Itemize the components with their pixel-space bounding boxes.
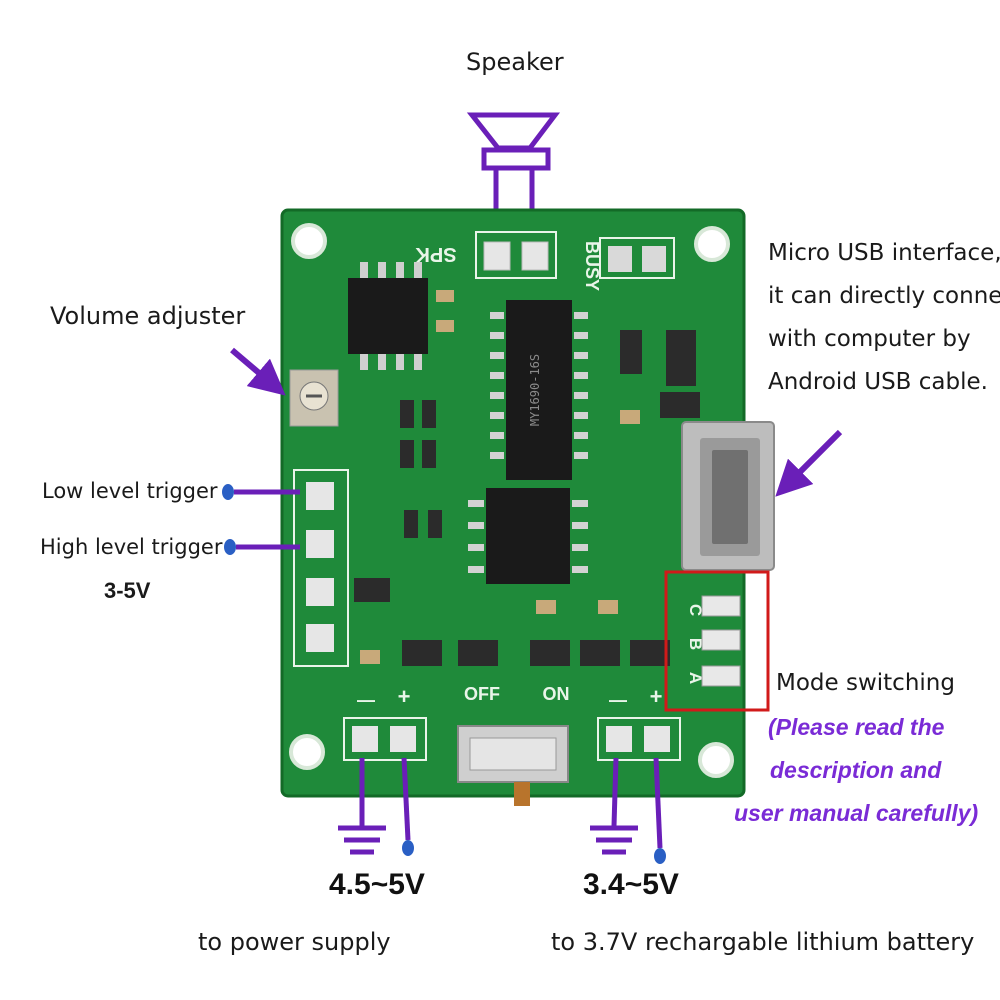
mode-note-line: description and [770,757,942,783]
silk-mode-c: C [686,604,705,616]
speaker-label: Speaker [466,48,564,76]
low-trigger-wire [222,484,300,500]
mount-hole [291,223,327,259]
silk-plus-right: + [650,684,663,709]
silk-off: OFF [464,684,500,704]
power-description: to power supply [198,928,391,956]
volume-arrow [230,347,286,396]
low-trigger-label: Low level trigger [42,479,218,503]
battery-description: to 3.7V rechargable lithium battery [551,928,975,956]
usb-line: Android USB cable. [768,369,988,395]
mount-hole [694,226,730,262]
amp-chip [348,278,428,354]
pcb-board: MY1690-16S [280,208,775,806]
silk-spk: SPK [415,243,457,265]
trigger-pad [306,578,334,606]
usb-arrow [775,429,843,497]
mode-note-line: user manual carefully) [734,800,979,826]
main-chip-label: MY1690-16S [528,354,542,426]
power-voltage: 4.5~5V [329,868,425,901]
usb-line: it can directly connect [768,283,1000,309]
trigger-voltage: 3-5V [104,578,151,603]
main-chip [506,300,572,480]
silk-minus-left: — [357,690,375,710]
silk-mode-a: A [686,672,705,684]
trigger-pad [306,530,334,558]
trigger-pad [306,624,334,652]
ground-symbol-left [338,758,386,855]
silk-on: ON [543,684,570,704]
volume-label: Volume adjuster [50,302,246,330]
high-trigger-label: High level trigger [40,535,223,559]
silk-mode-b: B [686,638,705,650]
trigger-pad [306,482,334,510]
power-slide-switch [457,725,569,806]
flash-chip [486,488,570,584]
silk-plus-left: + [398,684,411,709]
mode-switching-label: Mode switching [776,670,955,696]
micro-usb-port [681,421,775,571]
high-trigger-wire [224,539,300,555]
mode-note-line: (Please read the [768,714,945,740]
volume-potentiometer [289,369,339,427]
ground-symbol-right [590,757,638,855]
mode-switch-highlight [664,570,770,712]
positive-wire-right [653,757,666,864]
usb-line: Micro USB interface, [768,240,1000,266]
silk-minus-right: — [609,690,627,710]
usb-description: Micro USB interface, it can directly con… [768,232,1000,404]
usb-line: with computer by [768,326,971,352]
silk-busy: BUSY [582,241,602,291]
positive-wire-left [401,757,414,856]
mount-hole [289,734,325,770]
battery-voltage: 3.4~5V [583,868,679,901]
mount-hole [698,742,734,778]
